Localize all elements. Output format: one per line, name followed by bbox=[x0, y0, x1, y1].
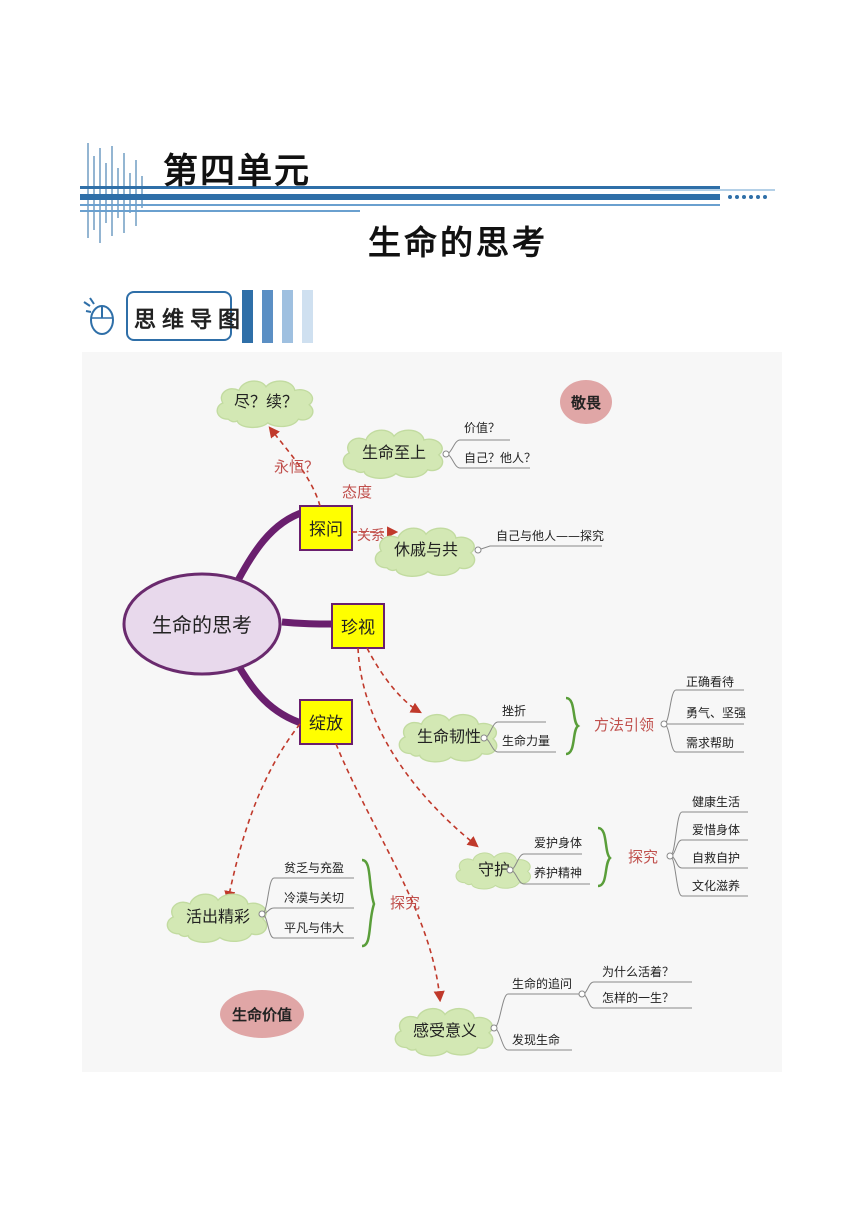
leaf-what-life: 怎样的一生？ bbox=[602, 990, 674, 1005]
header-decoration bbox=[80, 143, 775, 243]
leaf-healthy-life: 健康生活 bbox=[692, 794, 740, 809]
leaf-life-power: 生命力量 bbox=[502, 733, 550, 748]
leaf-nurture-spirit: 养护精神 bbox=[534, 865, 582, 880]
lesson-title: 生命的思考 bbox=[368, 223, 548, 262]
leaf-self-rescue: 自救自护 bbox=[692, 850, 740, 865]
leaf-scarcity-abundance: 贫乏与充盈 bbox=[284, 860, 344, 875]
leaf-culture-nourish: 文化滋养 bbox=[692, 878, 740, 893]
cloud-jinxu-label: 尽？续？ bbox=[234, 392, 298, 411]
ellipse-awe bbox=[560, 380, 612, 424]
leaf-correct-view: 正确看待 bbox=[686, 675, 734, 689]
leaf-care-body: 爱护身体 bbox=[534, 835, 582, 850]
cloud-xiuqi-label: 休戚与共 bbox=[394, 540, 458, 559]
link-label-eternal: 永恒？ bbox=[274, 458, 319, 476]
leaf-courage: 勇气、坚强 bbox=[686, 705, 746, 720]
branch-box-zhanfang bbox=[299, 699, 353, 745]
cloud-resilience-label: 生命韧性 bbox=[417, 727, 481, 746]
center-node-label: 生命的思考 bbox=[152, 613, 252, 637]
cloud-brilliant-label: 活出精彩 bbox=[186, 907, 250, 926]
arrow-to-brilliant bbox=[224, 723, 301, 903]
cloud-life-supreme-label: 生命至上 bbox=[362, 443, 426, 462]
mindmap-label-box bbox=[126, 291, 232, 341]
branch-label-zhenshi: 珍视 bbox=[341, 618, 375, 638]
branch-line-zhenshi bbox=[281, 618, 335, 628]
brace-guard bbox=[597, 826, 612, 888]
leaf-cherish-body: 爱惜身体 bbox=[692, 822, 740, 837]
brace-brilliant bbox=[361, 858, 376, 948]
mouse-icon bbox=[83, 297, 114, 335]
branch-box-zhenshi bbox=[331, 603, 385, 649]
link-label-method-guide: 方法引领 bbox=[594, 716, 654, 734]
leaf-ordinary-great: 平凡与伟大 bbox=[284, 921, 344, 935]
arrow-to-guard bbox=[357, 647, 479, 848]
leaf-why-live: 为什么活着？ bbox=[602, 964, 674, 979]
link-label-attitude: 态度 bbox=[342, 483, 372, 501]
ellipse-life-value-label: 生命价值 bbox=[232, 1006, 292, 1024]
leaf-discover-life: 发现生命 bbox=[512, 1032, 560, 1047]
center-node bbox=[122, 572, 282, 676]
link-label-explore-brilliant: 探究 bbox=[390, 894, 420, 912]
branch-box-tanwen bbox=[299, 505, 353, 551]
arrow-to-meaning bbox=[335, 743, 445, 1003]
leaf-self-others-q: 自己？他人？ bbox=[464, 451, 536, 465]
mind-map: 生命的思考 探问 珍视 绽放 永恒？ 态度 关系 尽？续？ 生命至上 休戚与共 … bbox=[82, 352, 782, 1072]
arrow-to-resilience bbox=[366, 647, 422, 714]
cloud-guard-label: 守护 bbox=[478, 860, 510, 879]
ellipse-awe-label: 敬畏 bbox=[570, 394, 602, 412]
branch-label-tanwen: 探问 bbox=[309, 520, 343, 540]
mindmap-label: 思维导图 bbox=[134, 308, 247, 333]
unit-title: 第四单元 bbox=[163, 152, 312, 192]
link-label-relation: 关系 bbox=[357, 528, 385, 544]
leaf-indifference-care: 冷漠与关切 bbox=[284, 891, 344, 905]
leaf-setback: 挫折 bbox=[502, 703, 526, 718]
leaf-life-question: 生命的追问 bbox=[512, 976, 572, 991]
mindmap-label-bars bbox=[242, 290, 313, 343]
branch-label-zhanfang: 绽放 bbox=[309, 714, 343, 734]
leaf-self-others-explore: 自己与他人——探究 bbox=[496, 528, 604, 543]
arrow-to-jinxu bbox=[268, 426, 321, 507]
ellipse-life-value bbox=[220, 990, 304, 1038]
brace-resilience bbox=[565, 696, 581, 756]
leaf-seek-help: 需求帮助 bbox=[686, 736, 734, 750]
cloud-meaning-label: 感受意义 bbox=[413, 1021, 477, 1040]
link-label-explore-guard: 探究 bbox=[628, 848, 658, 866]
leaf-value-q: 价值？ bbox=[464, 420, 500, 435]
mindmap-background bbox=[82, 352, 782, 1072]
